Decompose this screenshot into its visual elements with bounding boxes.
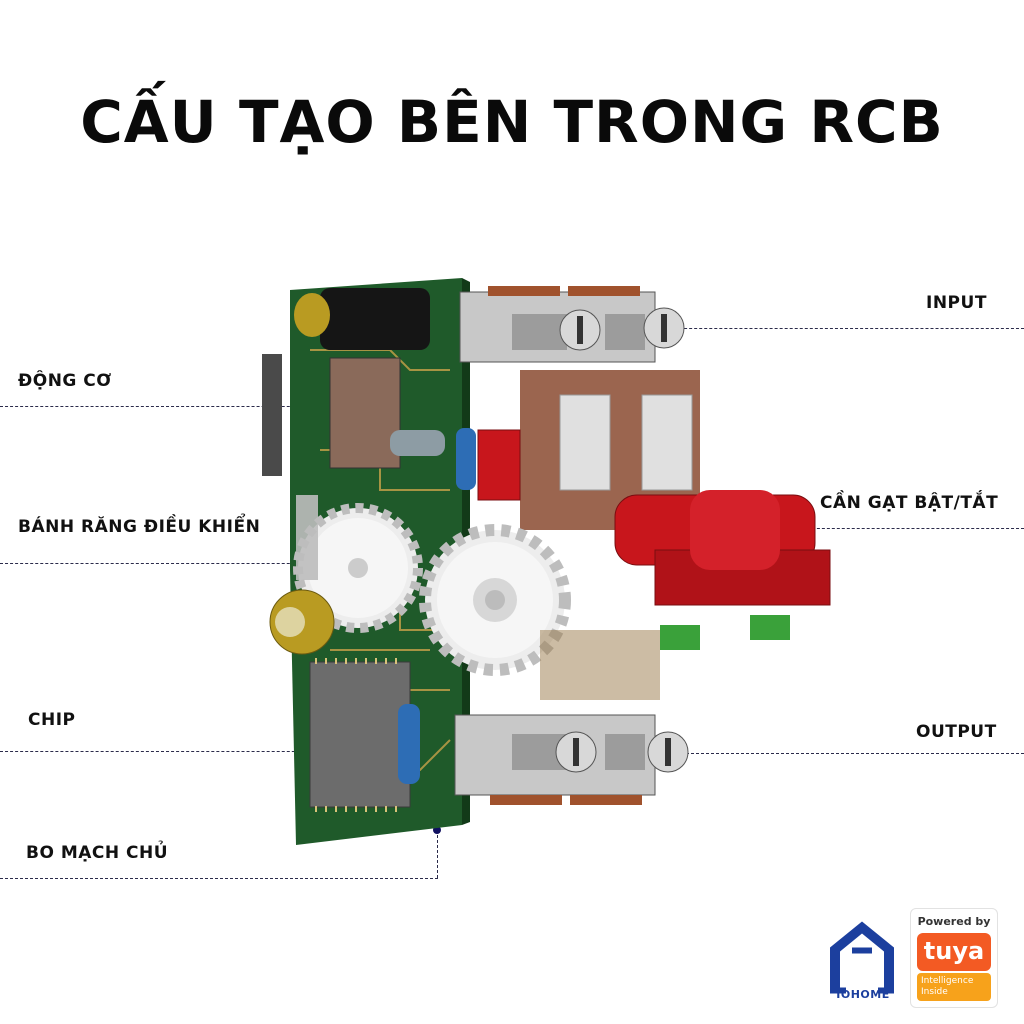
input-screw-right xyxy=(605,307,685,350)
leader-output xyxy=(666,753,1024,754)
label-motor: ĐỘNG CƠ xyxy=(18,371,112,391)
gear-spring xyxy=(296,495,318,580)
label-toggle-lever: CẦN GẠT BẬT/TẮT xyxy=(820,493,999,513)
page-title: CẤU TẠO BÊN TRONG RCB xyxy=(80,88,944,156)
toggle-lever xyxy=(614,490,831,650)
tuya-wordmark: tuya xyxy=(917,933,991,971)
motor-body xyxy=(320,288,430,350)
grey-component xyxy=(390,430,445,456)
label-control-gear: BÁNH RĂNG ĐIỀU KHIỂN xyxy=(18,517,261,537)
contact-cylinder-right xyxy=(641,394,693,491)
chip xyxy=(309,661,411,808)
tuya-logo-icon: Powered by tuya Intelligence Inside xyxy=(910,908,998,1008)
rcb-mechanism-illustration xyxy=(262,278,831,845)
mechanism-springs xyxy=(540,630,660,700)
leader-main-board-vertical xyxy=(437,830,438,878)
label-input: INPUT xyxy=(926,293,987,313)
leader-dot-main-board xyxy=(433,826,441,834)
leader-toggle-lever xyxy=(792,528,1024,529)
contact-cylinder-left xyxy=(559,394,611,491)
motor-shaft-housing xyxy=(262,354,282,476)
motor-end-cap xyxy=(294,293,330,337)
label-chip: CHIP xyxy=(28,710,76,730)
input-screw-left xyxy=(512,309,601,351)
output-screw-right xyxy=(605,731,689,773)
tuya-tagline: Intelligence Inside xyxy=(917,973,991,1001)
leader-chip xyxy=(0,751,325,752)
motor-mount xyxy=(329,357,401,469)
iohome-wordmark: IOHOME xyxy=(836,988,890,1001)
control-gear-large xyxy=(419,524,571,676)
output-screw-left xyxy=(512,731,597,773)
blue-capacitor-small xyxy=(398,704,420,784)
blue-capacitor xyxy=(456,428,476,490)
label-main-board: BO MẠCH CHỦ xyxy=(26,843,169,863)
leader-control-gear xyxy=(0,563,330,564)
leader-input xyxy=(664,328,1024,329)
label-output: OUTPUT xyxy=(916,722,997,742)
red-test-button xyxy=(477,429,521,501)
leader-main-board xyxy=(0,878,438,879)
leader-motor xyxy=(0,406,330,407)
house-logo-icon xyxy=(830,921,894,994)
chip-pins xyxy=(315,658,397,812)
tuya-powered-by: Powered by xyxy=(917,915,991,928)
